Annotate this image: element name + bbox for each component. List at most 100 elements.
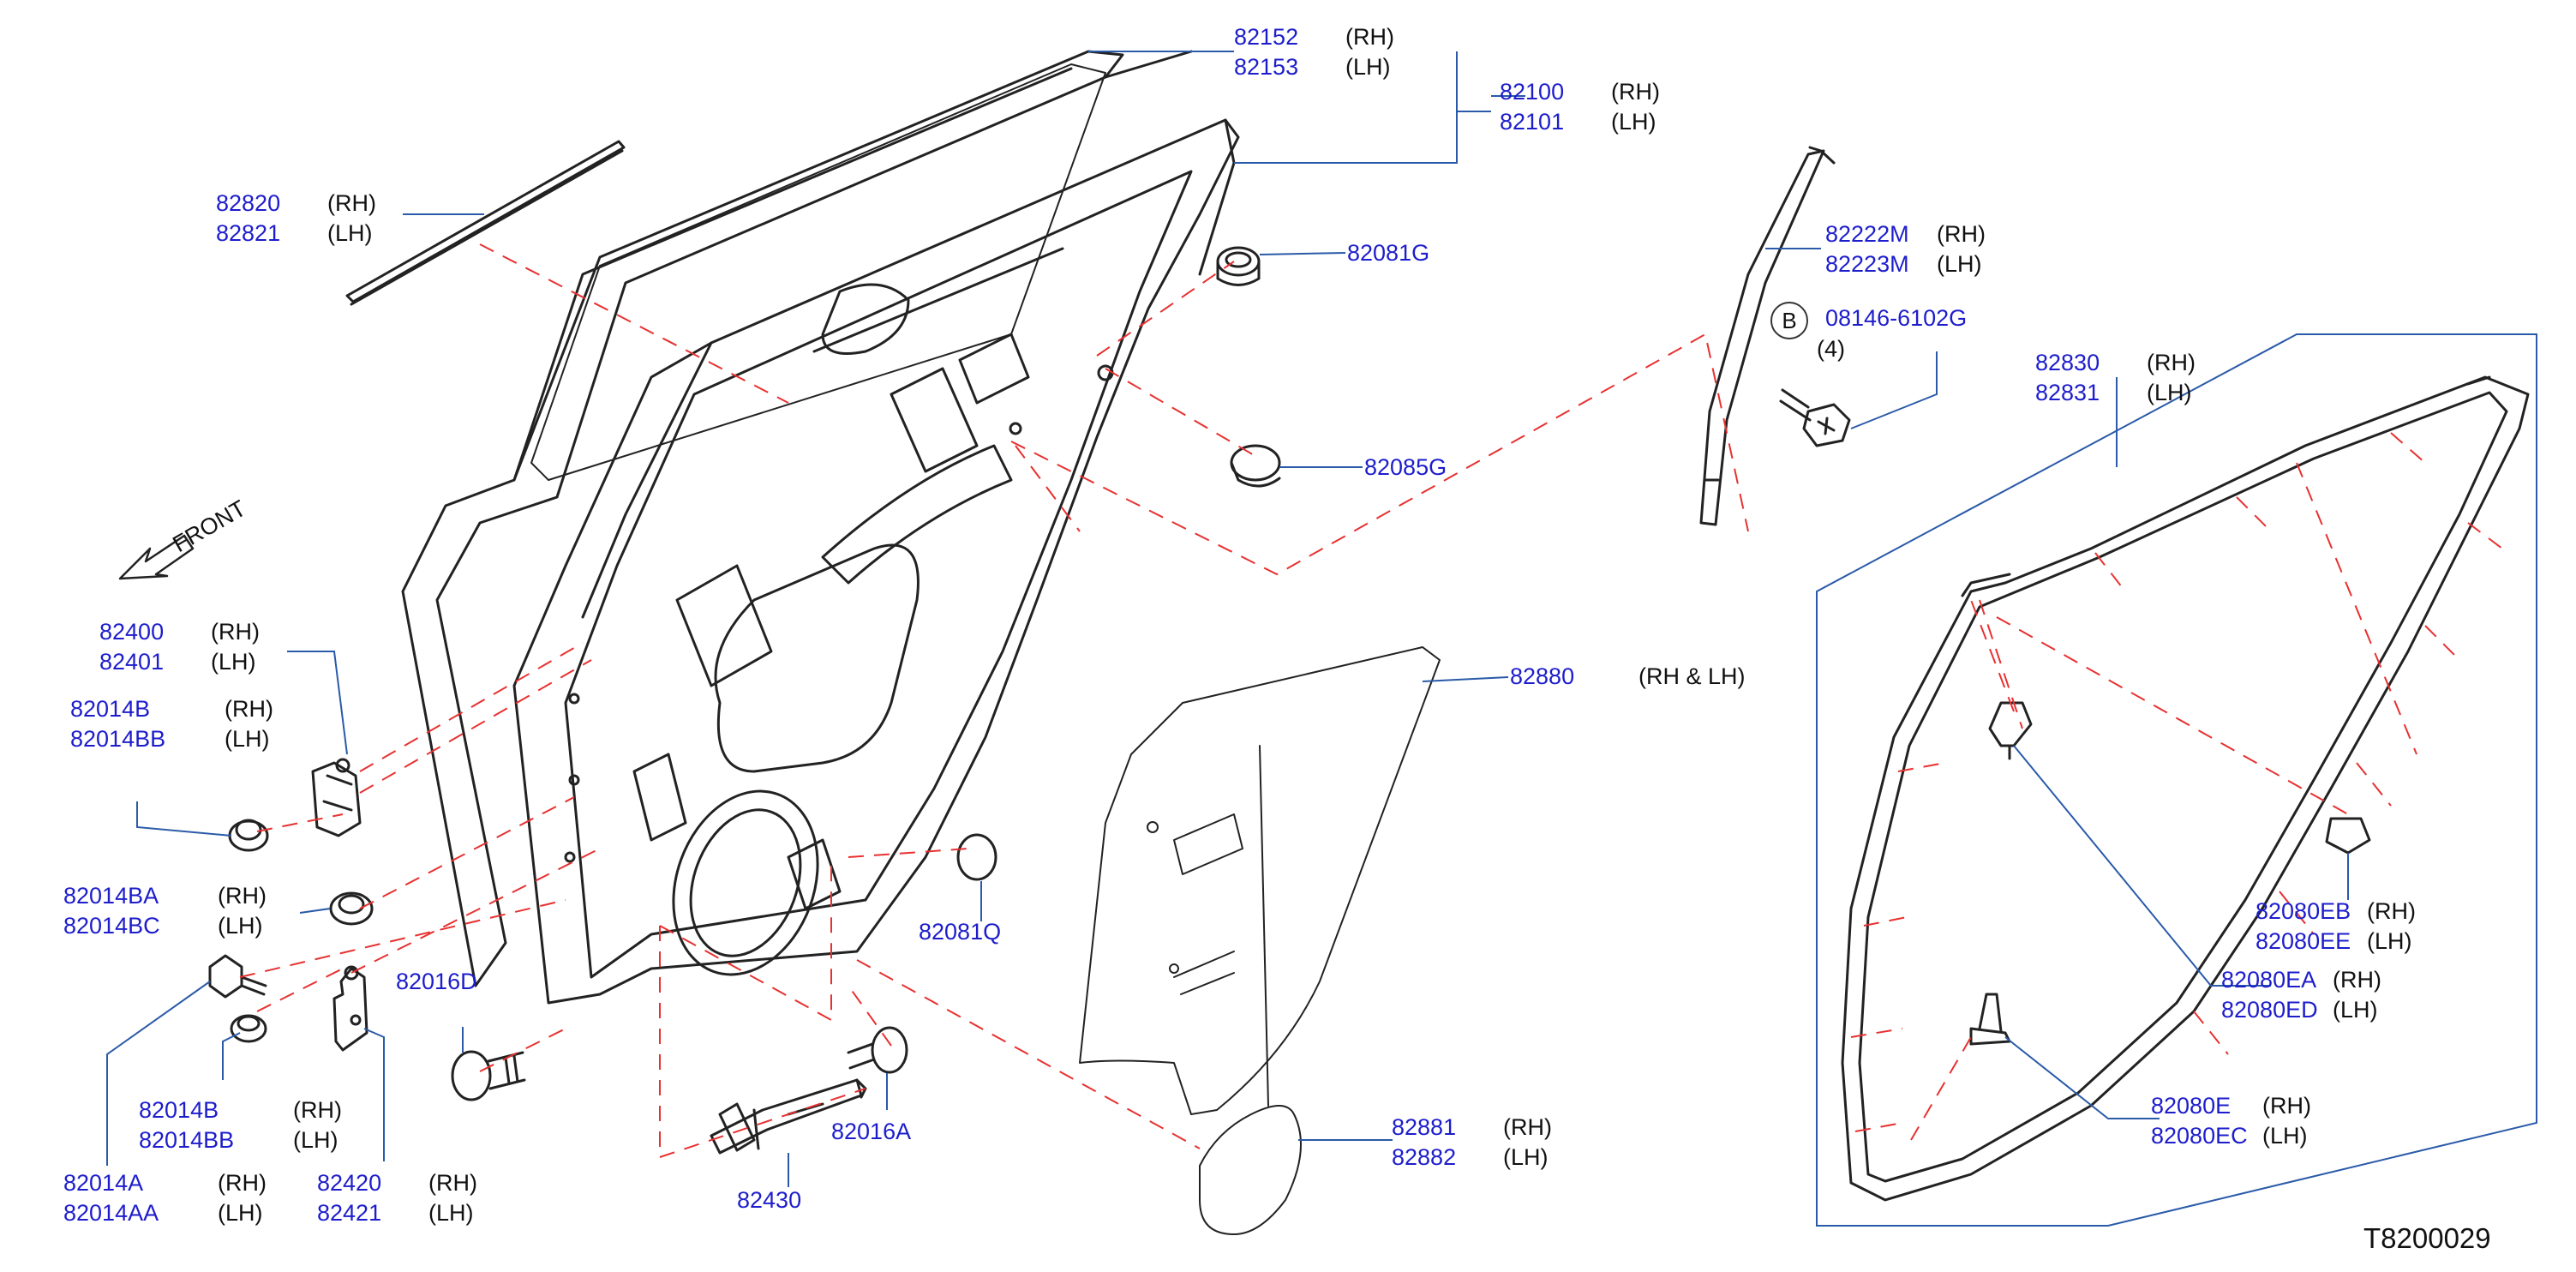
bushing-82014B-lower — [230, 1014, 267, 1043]
door-outer-sash — [401, 50, 1193, 987]
weatherstrip — [1841, 375, 2530, 1202]
part-number[interactable]: 82014B — [70, 696, 151, 722]
callout-82880: 82880 (RH & LH) — [1510, 663, 1746, 693]
part-number[interactable]: 82223M — [1825, 251, 1909, 277]
door-inner-panel — [512, 118, 1240, 1005]
callout-row: 82420 (RH) — [317, 1170, 477, 1200]
side-designation: (RH) — [327, 190, 376, 216]
side-designation: (RH) — [293, 1097, 342, 1123]
side-designation: (LH) — [2367, 928, 2412, 954]
callout-82014B: 82014B(RH)82014BB(LH) — [70, 696, 273, 756]
side-designation: (LH) — [1503, 1144, 1549, 1170]
part-number[interactable]: 82080ED — [2221, 997, 2318, 1023]
side-designation: (RH) — [1503, 1114, 1552, 1140]
part-number[interactable]: 82014BA — [63, 883, 159, 909]
part-number[interactable]: 82820 — [216, 190, 281, 216]
side-designation: (RH) — [1611, 79, 1660, 105]
callout-row: 82821 (LH) — [216, 220, 373, 250]
callout-82081G: 82081G — [1347, 240, 1429, 270]
side-designation: (RH) — [218, 883, 267, 909]
part-number[interactable]: 82016D — [396, 969, 477, 994]
bushing-82014BA — [329, 891, 374, 926]
callout-row: 82014BC(LH) — [63, 913, 263, 943]
side-designation: (RH) — [428, 1170, 477, 1196]
part-number[interactable]: 82882 — [1392, 1144, 1457, 1170]
bushing-82014B — [228, 819, 269, 852]
grommet-82081G — [1216, 246, 1261, 286]
side-designation: (RH) — [211, 619, 260, 645]
side-designation: (LH) — [428, 1200, 474, 1226]
callout-row: 82223M (LH) — [1825, 251, 1982, 281]
part-number[interactable]: 82881 — [1392, 1114, 1457, 1140]
side-designation: (LH) — [2262, 1123, 2308, 1149]
callout-row: 82831(LH) — [2035, 380, 2192, 410]
part-number[interactable]: 82831 — [2035, 380, 2100, 405]
callout-row: 82101 (LH) — [1500, 109, 1656, 139]
part-number[interactable]: 82014A — [63, 1170, 144, 1196]
part-number[interactable]: 82080E — [2151, 1093, 2232, 1119]
callout-row: 82080EA(RH) — [2221, 967, 2381, 997]
part-number[interactable]: 08146-6102G — [1825, 305, 1968, 331]
part-number[interactable]: 82080EC — [2151, 1123, 2248, 1149]
upper-hinge — [311, 758, 362, 837]
part-number[interactable]: 82222M — [1825, 221, 1909, 247]
callout-row: 82080EE (LH) — [2255, 928, 2412, 958]
sealing-screen — [1079, 646, 1441, 1115]
bolt-82014A — [208, 954, 267, 999]
part-number[interactable]: 82085G — [1364, 454, 1447, 480]
stopper-82085G — [1230, 444, 1281, 488]
callout-row: 82100 (RH) — [1500, 79, 1660, 109]
callout-row: 82820 (RH) — [216, 190, 376, 220]
part-number[interactable]: 82830 — [2035, 350, 2100, 375]
part-number[interactable]: 82014BB — [139, 1127, 235, 1153]
side-designation: (RH & LH) — [1638, 663, 1746, 689]
part-number[interactable]: 82401 — [99, 649, 165, 675]
callout-82080EA: 82080EA(RH)82080ED(LH) — [2221, 967, 2381, 1027]
part-number[interactable]: 82016A — [831, 1119, 912, 1144]
callout-82014BA: 82014BA (RH) 82014BC(LH) — [63, 883, 267, 943]
part-number[interactable]: 82421 — [317, 1200, 382, 1226]
callout-82420: 82420 (RH) 82421 (LH) — [317, 1170, 477, 1230]
part-number[interactable]: 82081G — [1347, 240, 1430, 266]
part-number[interactable]: 82430 — [737, 1187, 802, 1213]
hole-seal — [1199, 1105, 1302, 1235]
part-number[interactable]: 82080EA — [2221, 967, 2317, 993]
bolt-08146 — [1779, 388, 1851, 447]
callout-row: 82222M (RH) — [1825, 221, 1986, 251]
callout-row: 82085G — [1364, 454, 1447, 484]
side-designation: (LH) — [211, 649, 256, 675]
part-number[interactable]: 82014BB — [70, 726, 166, 752]
part-number[interactable]: 82880 — [1510, 663, 1575, 689]
callout-82830: 82830(RH)82831(LH) — [2035, 350, 2196, 410]
belt-moulding — [345, 140, 626, 306]
callout-82085G: 82085G — [1364, 454, 1447, 484]
part-number[interactable]: 82420 — [317, 1170, 382, 1196]
part-number[interactable]: 82014BC — [63, 913, 160, 939]
side-designation: (LH) — [1611, 109, 1656, 135]
part-number[interactable]: 82100 — [1500, 79, 1565, 105]
part-number[interactable]: 82080EE — [2255, 928, 2351, 954]
part-number[interactable]: 82152 — [1234, 24, 1299, 50]
side-designation: (RH) — [1937, 221, 1986, 247]
callout-row: 82080E(RH) — [2151, 1093, 2311, 1123]
part-number[interactable]: 82153 — [1234, 54, 1299, 80]
callout-row: 82014BB (LH) — [70, 726, 270, 756]
part-number[interactable]: 82081Q — [919, 919, 1002, 945]
callout-82222M: 82222M (RH) 82223M (LH) — [1825, 221, 1986, 281]
part-number[interactable]: 82400 — [99, 619, 165, 645]
side-designation: (LH) — [1345, 54, 1391, 80]
side-designation: (LH) — [1937, 251, 1982, 277]
part-number[interactable]: 82101 — [1500, 109, 1565, 135]
part-number[interactable]: 82014AA — [63, 1200, 159, 1226]
clip-82080EA — [1988, 701, 2033, 760]
part-number[interactable]: 82821 — [216, 220, 281, 246]
callout-row: 82081Q — [919, 919, 1001, 949]
part-number[interactable]: 82014B — [139, 1097, 219, 1123]
side-designation: (LH) — [293, 1127, 338, 1153]
bolt-82016D — [451, 1050, 526, 1101]
side-designation: (LH) — [225, 726, 270, 752]
callout-row: 82880 (RH & LH) — [1510, 663, 1746, 693]
part-number[interactable]: 82080EB — [2255, 898, 2351, 924]
side-designation: (LH) — [327, 220, 373, 246]
callout-82400: 82400 (RH) 82401 (LH) — [99, 619, 260, 679]
